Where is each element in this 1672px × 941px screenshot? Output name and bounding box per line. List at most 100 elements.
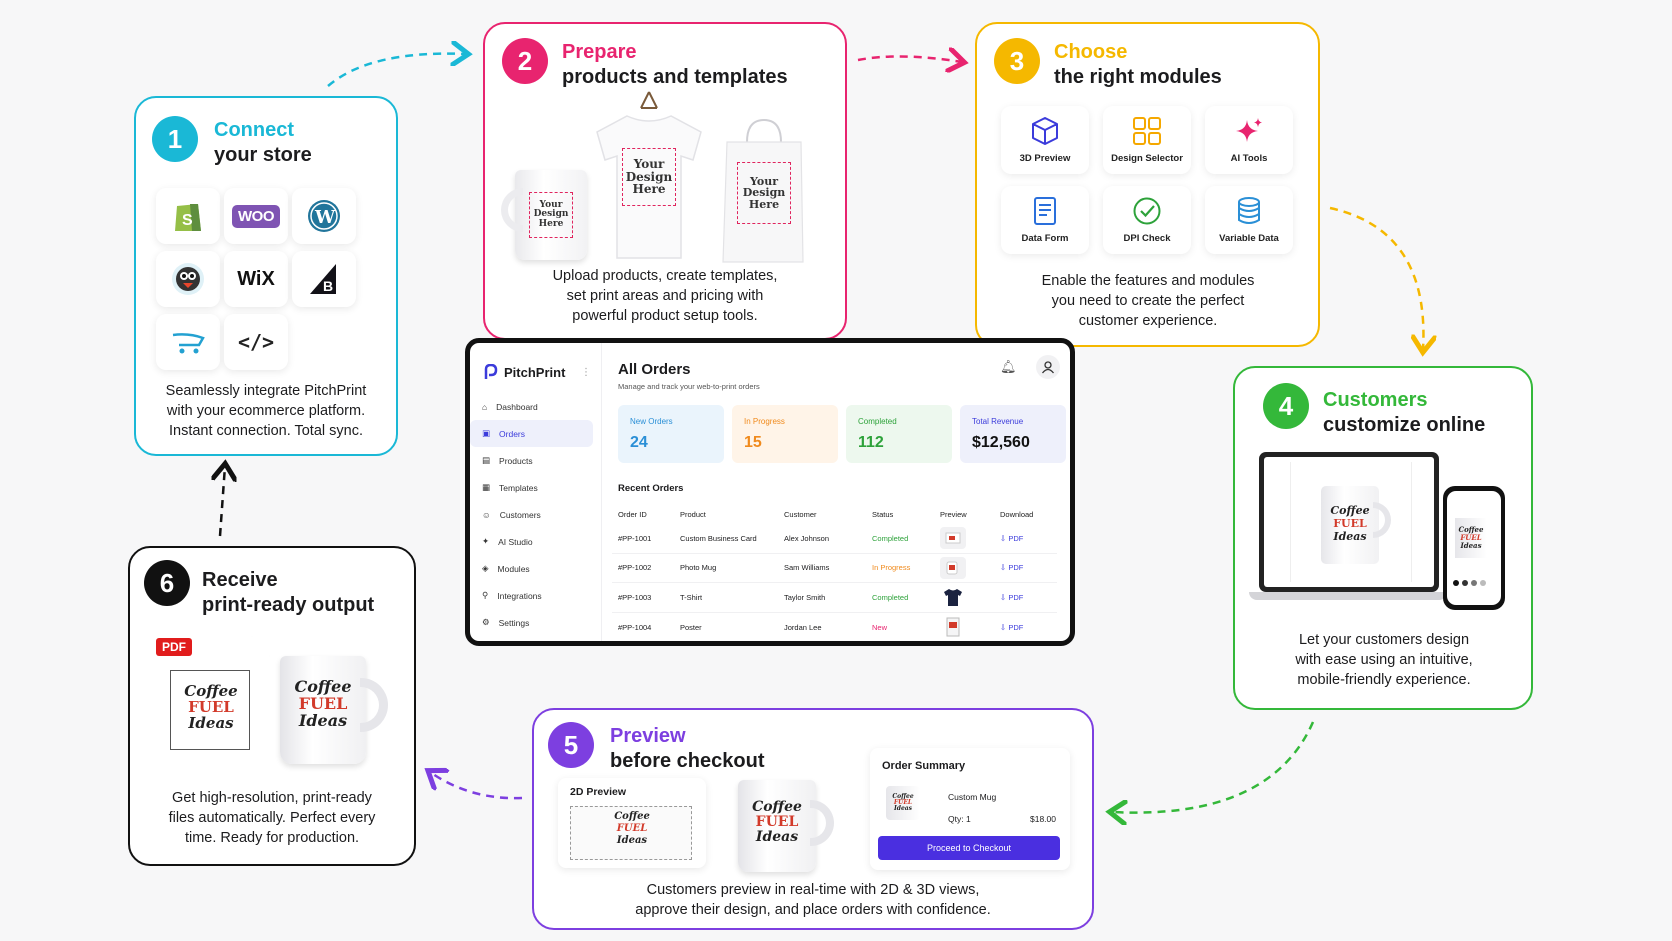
- settings-icon: ⚙: [482, 617, 490, 627]
- templates-icon: ▦: [482, 482, 491, 492]
- sidebar-menu-icon[interactable]: ⋮: [581, 366, 591, 378]
- home-icon: ⌂: [482, 401, 488, 412]
- step-6-number: 6: [144, 560, 190, 606]
- ai-studio-icon: ✦: [482, 536, 490, 546]
- module-design-selector[interactable]: Design Selector: [1103, 106, 1191, 174]
- sidebar-item-integrations[interactable]: ⚲Integrations: [482, 590, 542, 601]
- proceed-to-checkout-button[interactable]: Proceed to Checkout: [878, 836, 1060, 860]
- sidebar-item-customers[interactable]: ☺Customers: [482, 509, 541, 520]
- sidebar-item-products[interactable]: ▤Products: [482, 455, 533, 466]
- step-1-title: Connect your store: [214, 119, 312, 166]
- preview-thumbnail[interactable]: [940, 616, 966, 638]
- arrow-1-to-2: [327, 54, 466, 87]
- arrow-2-to-3: [857, 56, 962, 62]
- step-4-number: 4: [1263, 383, 1309, 429]
- svg-text:B: B: [323, 278, 333, 294]
- sidebar-item-templates[interactable]: ▦Templates: [482, 482, 538, 493]
- prestashop-icon[interactable]: [156, 251, 220, 307]
- bag-mockup: Your Design Here: [721, 116, 807, 266]
- step-5-number: 5: [548, 722, 594, 768]
- arrow-4-to-5: [1112, 721, 1315, 813]
- shopify-icon[interactable]: S: [156, 188, 220, 244]
- step-1-number: 1: [152, 116, 198, 162]
- pdf-badge: PDF: [156, 638, 192, 656]
- stat-total-revenue[interactable]: Total Revenue$12,560: [960, 405, 1066, 463]
- svg-text:S: S: [182, 212, 193, 229]
- database-icon: [1238, 197, 1260, 224]
- integrations-icon: ⚲: [482, 590, 489, 600]
- module-ai-tools[interactable]: AI Tools: [1205, 106, 1293, 174]
- sidebar-item-orders[interactable]: ▣Orders: [470, 420, 593, 447]
- download-pdf-link[interactable]: ⇩ PDF: [1000, 592, 1024, 602]
- module-3d-preview[interactable]: 3D Preview: [1001, 106, 1089, 174]
- pitchprint-logo-icon: [484, 364, 498, 379]
- tshirt-mockup: Your Design Here: [589, 90, 709, 270]
- user-avatar-icon[interactable]: [1036, 355, 1060, 379]
- mug-mockup: Your Design Here: [501, 170, 601, 270]
- step-5-description: Customers preview in real-time with 2D &…: [635, 882, 991, 918]
- download-pdf-link[interactable]: ⇩ PDF: [1000, 563, 1024, 573]
- step-3-title: Choose the right modules: [1054, 41, 1222, 88]
- step-6-title: Receive print-ready output: [202, 569, 375, 616]
- woocommerce-icon[interactable]: WOO: [224, 188, 288, 244]
- sidebar-item-settings[interactable]: ⚙Settings: [482, 617, 530, 628]
- customers-icon: ☺: [482, 509, 491, 520]
- sidebar-item-ai-studio[interactable]: ✦AI Studio: [482, 536, 533, 547]
- modules-icon: ◈: [482, 563, 489, 573]
- notification-bell-icon[interactable]: 🔔︎: [1000, 359, 1017, 374]
- page-subtitle: Manage and track your web-to-print order…: [618, 382, 760, 391]
- step-3-number: 3: [994, 38, 1040, 84]
- download-pdf-link[interactable]: ⇩ PDF: [1000, 533, 1024, 543]
- grid-icon: [1133, 117, 1161, 145]
- pitchprint-dashboard: PitchPrint ⋮ ⌂Dashboard ▣Orders ▤Product…: [465, 338, 1075, 646]
- brand: PitchPrint ⋮: [470, 343, 601, 387]
- preview-thumbnail[interactable]: [940, 556, 966, 579]
- preview-thumbnail[interactable]: [940, 527, 966, 550]
- sparkle-icon: [1236, 118, 1262, 142]
- opencart-icon[interactable]: [156, 314, 220, 370]
- dashboard-sidebar: PitchPrint ⋮ ⌂Dashboard ▣Orders ▤Product…: [470, 343, 602, 641]
- cube-icon: [1032, 117, 1058, 145]
- module-dpi-check[interactable]: DPI Check: [1103, 186, 1191, 254]
- step-5-card: 5 Preview before checkout 2D Preview Cof…: [532, 708, 1094, 930]
- svg-text:W: W: [314, 207, 336, 228]
- recent-orders-title: Recent Orders: [618, 483, 684, 494]
- wix-icon[interactable]: WiX: [224, 251, 288, 307]
- module-variable-data[interactable]: Variable Data: [1205, 186, 1293, 254]
- wordpress-icon[interactable]: W: [292, 188, 356, 244]
- bigcommerce-icon[interactable]: B: [292, 251, 356, 307]
- module-data-form[interactable]: Data Form: [1001, 186, 1089, 254]
- step-1-card: 1 Connect your store S WOO W WiX B </> S…: [134, 96, 398, 456]
- step-2-number: 2: [502, 38, 548, 84]
- step-4-title: Customers customize online: [1323, 389, 1486, 436]
- sidebar-item-dashboard[interactable]: ⌂Dashboard: [482, 401, 538, 412]
- page-title: All Orders: [618, 361, 691, 378]
- products-icon: ▤: [482, 455, 491, 465]
- orders-icon: ▣: [482, 428, 491, 438]
- arrow-3-to-4: [1329, 206, 1423, 350]
- preview-thumbnail[interactable]: [940, 586, 966, 608]
- download-pdf-link[interactable]: ⇩ PDF: [1000, 622, 1024, 632]
- code-icon[interactable]: </>: [224, 314, 288, 370]
- sidebar-item-modules[interactable]: ◈Modules: [482, 563, 530, 574]
- check-circle-icon: [1133, 197, 1161, 225]
